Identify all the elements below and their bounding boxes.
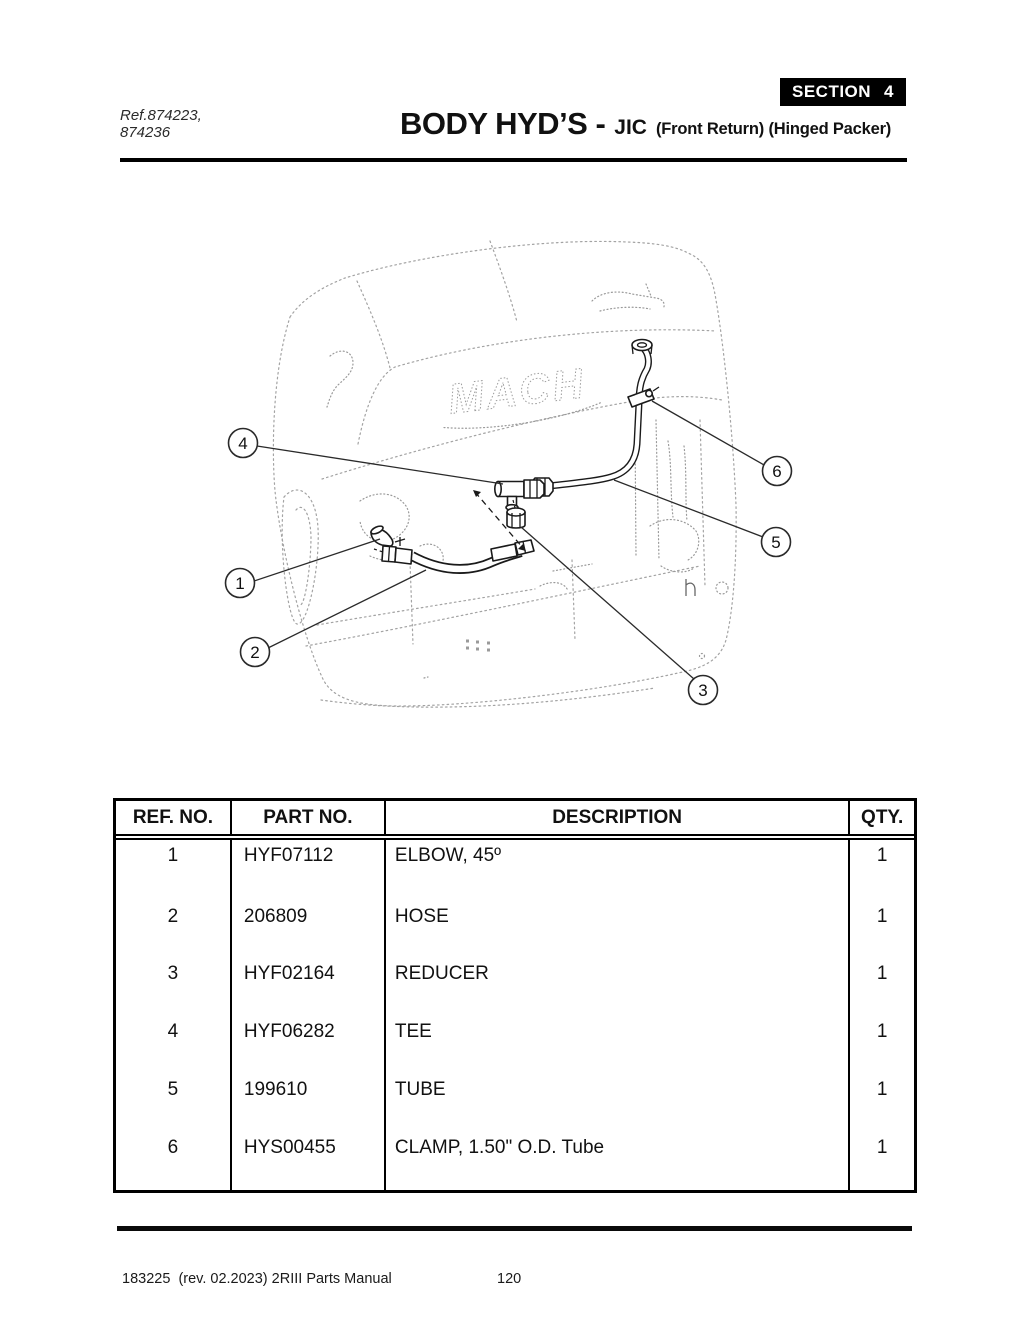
cell-qty: 1	[848, 1016, 914, 1075]
section-badge: SECTION 4	[780, 78, 906, 106]
reference-numbers: Ref.874223, 874236	[120, 107, 202, 141]
footer-divider-rule	[117, 1226, 912, 1231]
callout-3-label: 3	[698, 681, 707, 700]
cell-qty: 1	[848, 1074, 914, 1133]
table-row: 4 HYF06282 TEE 1	[116, 1016, 914, 1075]
cell-part-no: 199610	[229, 1074, 385, 1133]
cell-description: HOSE	[383, 900, 850, 959]
column-header-qty: QTY.	[848, 801, 914, 840]
callout-2-label: 2	[250, 643, 259, 662]
header-divider-rule	[120, 158, 907, 162]
callout-5: 5	[760, 526, 792, 558]
column-header-ref-no: REF. NO.	[116, 801, 231, 840]
ref-line-2: 874236	[120, 124, 171, 141]
brand-logo: MACH	[443, 359, 603, 429]
cell-qty: 1	[848, 958, 914, 1017]
assembly-guides	[373, 490, 526, 553]
cell-ref-no: 6	[167, 1137, 179, 1159]
cell-ref-no: 1	[167, 845, 179, 866]
cell-description: TEE	[383, 1016, 850, 1075]
callout-1: 1	[224, 567, 256, 599]
cell-part-no: HYF07112	[229, 837, 385, 901]
table-row: 2 206809 HOSE 1	[116, 900, 914, 959]
cell-part-no: HYF02164	[229, 958, 385, 1017]
cell-qty: 1	[848, 837, 914, 901]
table-row: 1 HYF07112 ELBOW, 45º 1	[116, 837, 914, 901]
cell-ref-no: 3	[167, 963, 179, 985]
callout-3: 3	[687, 674, 719, 706]
machine-body-sketch	[272, 240, 737, 708]
callout-6-label: 6	[772, 462, 781, 481]
tee-part	[493, 479, 545, 517]
table-row: 6 HYS00455 CLAMP, 1.50" O.D. Tube 1	[116, 1132, 914, 1190]
cell-part-no: 206809	[229, 900, 385, 959]
cell-description: REDUCER	[383, 958, 850, 1017]
table-row: 3 HYF02164 REDUCER 1	[116, 958, 914, 1017]
section-label: SECTION	[792, 82, 872, 101]
section-number: 4	[884, 82, 894, 101]
cell-ref-no: 4	[167, 1021, 179, 1043]
reducer-part	[506, 507, 526, 529]
column-header-description: DESCRIPTION	[383, 801, 850, 840]
callout-1-label: 1	[235, 574, 244, 593]
elbow-part	[370, 525, 394, 547]
cell-qty: 1	[848, 1132, 914, 1190]
cell-description: ELBOW, 45º	[383, 837, 850, 901]
cell-part-no: HYF06282	[229, 1016, 385, 1075]
parts-table: REF. NO. PART NO. DESCRIPTION QTY. 1 HYF…	[113, 798, 917, 1193]
cell-part-no: HYS00455	[229, 1132, 385, 1190]
callout-4: 4	[227, 427, 259, 459]
callout-6: 6	[761, 455, 793, 487]
callout-2: 2	[239, 636, 271, 668]
title-sub: JIC	[614, 116, 647, 139]
footer-page-number: 120	[497, 1271, 522, 1287]
clamp-part	[627, 386, 660, 408]
title-qualifier: (Front Return) (Hinged Packer)	[655, 120, 892, 138]
tube-part	[530, 338, 653, 497]
title-main: BODY HYD’S -	[400, 106, 606, 141]
cell-ref-no: 5	[167, 1079, 179, 1101]
cell-ref-no: 2	[167, 905, 179, 927]
callout-5-label: 5	[771, 533, 780, 552]
cell-description: CLAMP, 1.50" O.D. Tube	[383, 1132, 850, 1190]
page-title: BODY HYD’S - JIC (Front Return) (Hinged …	[400, 106, 920, 142]
callout-leaders	[253, 400, 765, 680]
ref-line-1: Ref.874223,	[120, 107, 202, 124]
hose-part	[381, 539, 535, 574]
cell-description: TUBE	[383, 1074, 850, 1133]
footer-doc-info: 183225 (rev. 02.2023) 2RIII Parts Manual	[122, 1271, 392, 1287]
column-header-part-no: PART NO.	[229, 801, 385, 840]
brand-logo-text: MACH	[446, 359, 589, 422]
table-row: 5 199610 TUBE 1	[116, 1074, 914, 1133]
cell-qty: 1	[848, 900, 914, 959]
table-header-row: REF. NO. PART NO. DESCRIPTION QTY.	[116, 801, 914, 840]
callout-4-label: 4	[238, 434, 247, 453]
